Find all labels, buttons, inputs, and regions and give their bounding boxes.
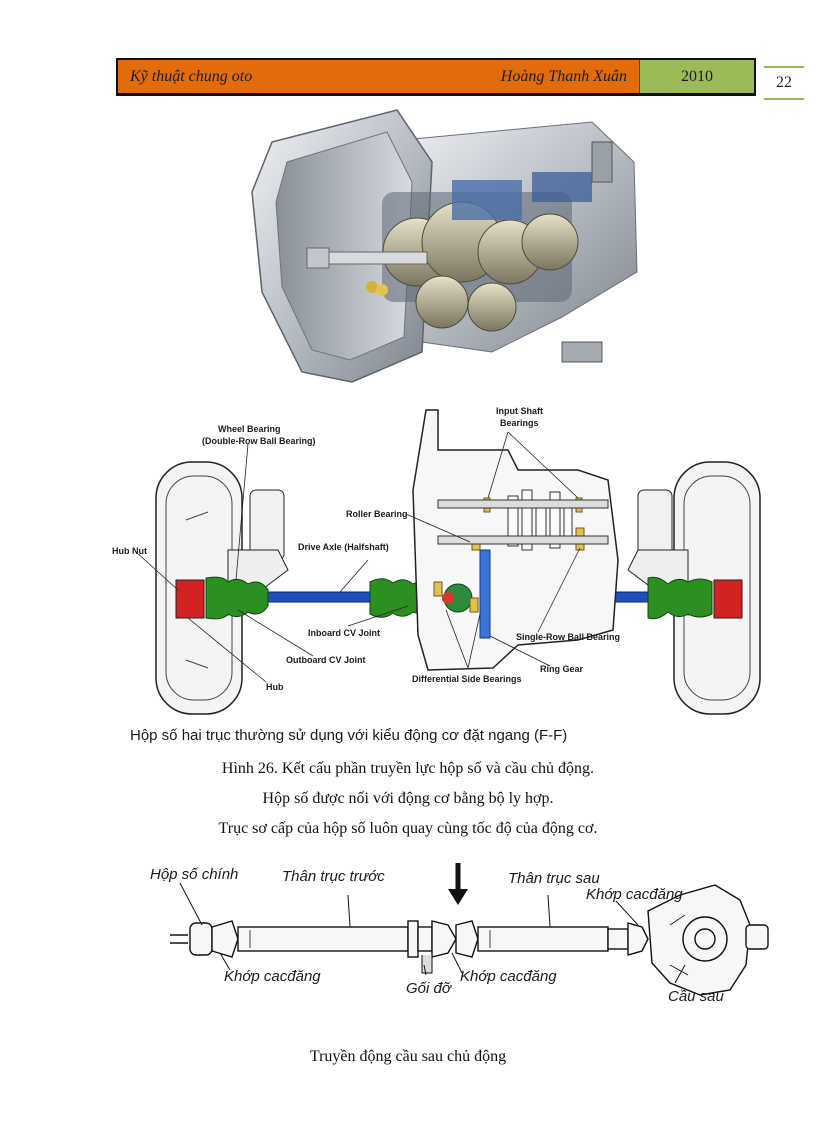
driveshaft-diagram: Hộp số chính Thân trục trước Thân trục s… bbox=[140, 855, 780, 1020]
label-inboard-cv: Inboard CV Joint bbox=[308, 628, 380, 638]
transmission-cutaway-image bbox=[232, 102, 652, 394]
page-header: Kỹ thuật chung oto Hoàng Thanh Xuân 2010 bbox=[116, 58, 756, 96]
header-year: 2010 bbox=[639, 60, 754, 93]
label-ujoint-front: Khớp cacđăng bbox=[224, 968, 321, 985]
label-wheel-bearing: Wheel Bearing bbox=[218, 424, 281, 434]
body-line-1: Hộp số được nối với động cơ bằng bộ ly h… bbox=[262, 790, 554, 807]
label-single-row-bearing: Single-Row Ball Bearing bbox=[516, 632, 620, 642]
body-line-2: Trục sơ cấp của hộp số luôn quay cùng tố… bbox=[218, 820, 598, 837]
driveshaft-caption: Truyền động cầu sau chủ động bbox=[309, 1048, 507, 1065]
label-center-support: Gối đỡ bbox=[406, 980, 453, 997]
transaxle-diagram: Wheel Bearing (Double-Row Ball Bearing) … bbox=[108, 400, 768, 750]
label-ring-gear: Ring Gear bbox=[540, 664, 584, 674]
label-hub-nut: Hub Nut bbox=[112, 546, 147, 556]
label-input-shaft: Input Shaft bbox=[496, 406, 543, 416]
label-ujoint-center: Khớp cacđăng bbox=[460, 968, 557, 985]
label-diff-side-bearings: Differential Side Bearings bbox=[412, 674, 522, 684]
label-ujoint-rear: Khớp cacđăng bbox=[586, 886, 683, 903]
label-outboard-cv: Outboard CV Joint bbox=[286, 655, 366, 665]
label-rear-axle: Cầu sau bbox=[668, 988, 725, 1005]
label-hub: Hub bbox=[266, 682, 284, 692]
label-roller-bearing: Roller Bearing bbox=[346, 509, 408, 519]
figure-caption: Hình 26. Kết cấu phần truyền lực hộp số … bbox=[221, 760, 595, 777]
label-main-gearbox: Hộp số chính bbox=[150, 866, 238, 883]
document-title: Kỹ thuật chung oto bbox=[130, 67, 253, 85]
header-left: Kỹ thuật chung oto Hoàng Thanh Xuân bbox=[118, 60, 639, 93]
label-input-shaft-sub: Bearings bbox=[500, 418, 539, 428]
author-name: Hoàng Thanh Xuân bbox=[500, 67, 627, 85]
label-drive-axle: Drive Axle (Halfshaft) bbox=[298, 542, 389, 552]
diagram-caption: Hộp số hai trục thường sử dụng với kiểu … bbox=[130, 727, 567, 744]
page-number: 22 bbox=[764, 66, 804, 100]
label-wheel-bearing-sub: (Double-Row Ball Bearing) bbox=[202, 436, 316, 446]
label-front-shaft: Thân trục trước bbox=[282, 868, 385, 885]
label-rear-shaft: Thân trục sau bbox=[508, 870, 600, 887]
